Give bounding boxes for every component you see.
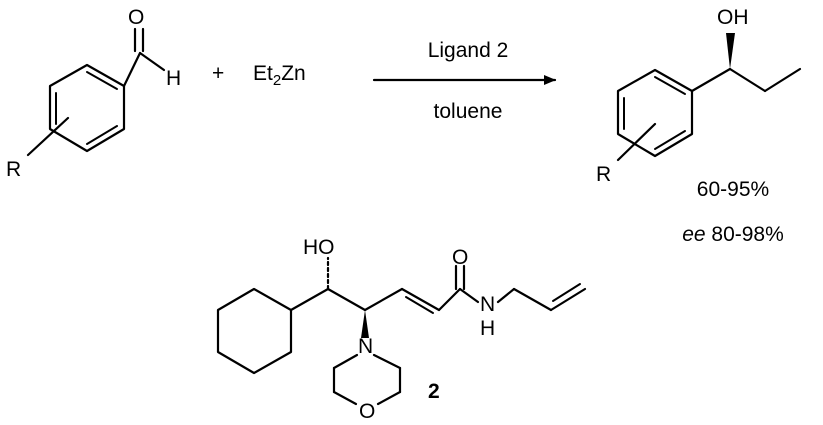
ee-prefix: ee [682, 223, 705, 246]
arrow-above-label: Ligand 2 [428, 39, 509, 62]
aldehyde-o-label: O [128, 6, 144, 29]
r-substituent-bond [26, 116, 70, 157]
morpholine-bond [372, 353, 402, 370]
product-structure: OH R [596, 6, 802, 186]
aldehyde-h-label: H [166, 67, 181, 90]
ring-to-carbinol-bond [690, 67, 732, 93]
chain-bond [326, 287, 367, 312]
morpholine-o-label: O [359, 400, 375, 423]
benzaldehyde-structure: O H R [6, 6, 181, 181]
cyclohexyl-ring [216, 287, 293, 375]
morpholine-bond [332, 353, 359, 370]
compound-number: 2 [428, 380, 440, 403]
morpholine-bond [376, 390, 402, 406]
benzene-ring [48, 63, 126, 153]
amide-h-label: H [480, 317, 495, 340]
ee-label: ee 80-98% [682, 223, 784, 246]
stereo-wedge-n-bond [361, 310, 369, 338]
ring-double-bond [86, 71, 118, 90]
aldehyde-h-bond [138, 51, 166, 72]
ring-double-bond [654, 130, 686, 150]
diethylzinc-reagent: Et2Zn [253, 62, 306, 89]
alkene-double-bond [400, 287, 441, 312]
allyl-bond [512, 287, 553, 312]
allyl-double-bond [552, 283, 581, 302]
ring-double-bond [86, 125, 118, 145]
allyl-double-bond [549, 287, 587, 312]
ethyl-bond [728, 67, 767, 93]
amide-cn-bond [458, 287, 480, 304]
chain-bond [289, 287, 330, 312]
ee-value: 80-98% [706, 223, 784, 246]
reagent-subscript: 2 [273, 72, 281, 89]
morpholine-n-label: N [358, 335, 373, 358]
ethyl-bond [763, 67, 802, 93]
ring-double-bond [654, 76, 686, 95]
product-oh-label: OH [717, 6, 749, 29]
amide-n-label: N [480, 293, 495, 316]
ligand-carbonyl-o-label: O [452, 246, 468, 269]
yield-label: 60-95% [697, 178, 769, 201]
chain-bond [437, 287, 462, 312]
ligand-ho-label: HO [303, 236, 335, 259]
stereo-wedge-bond [726, 33, 735, 69]
ring-to-carbonyl-bond [122, 51, 142, 88]
plus-sign: + [212, 62, 224, 85]
product-benzene-ring [616, 68, 694, 158]
reactant-r-label: R [6, 158, 21, 181]
ligand-2-structure: HO O N H N O 2 [216, 236, 587, 423]
allyl-bond [496, 287, 516, 304]
r-substituent-bond [616, 122, 657, 162]
reagent-et: Et [253, 62, 273, 85]
arrow-below-label: toluene [434, 100, 503, 123]
alkene-double-bond [405, 296, 434, 314]
morpholine-bond [332, 390, 358, 406]
chain-bond [363, 287, 404, 312]
reagent-zn: Zn [281, 62, 306, 85]
product-r-label: R [596, 163, 611, 186]
